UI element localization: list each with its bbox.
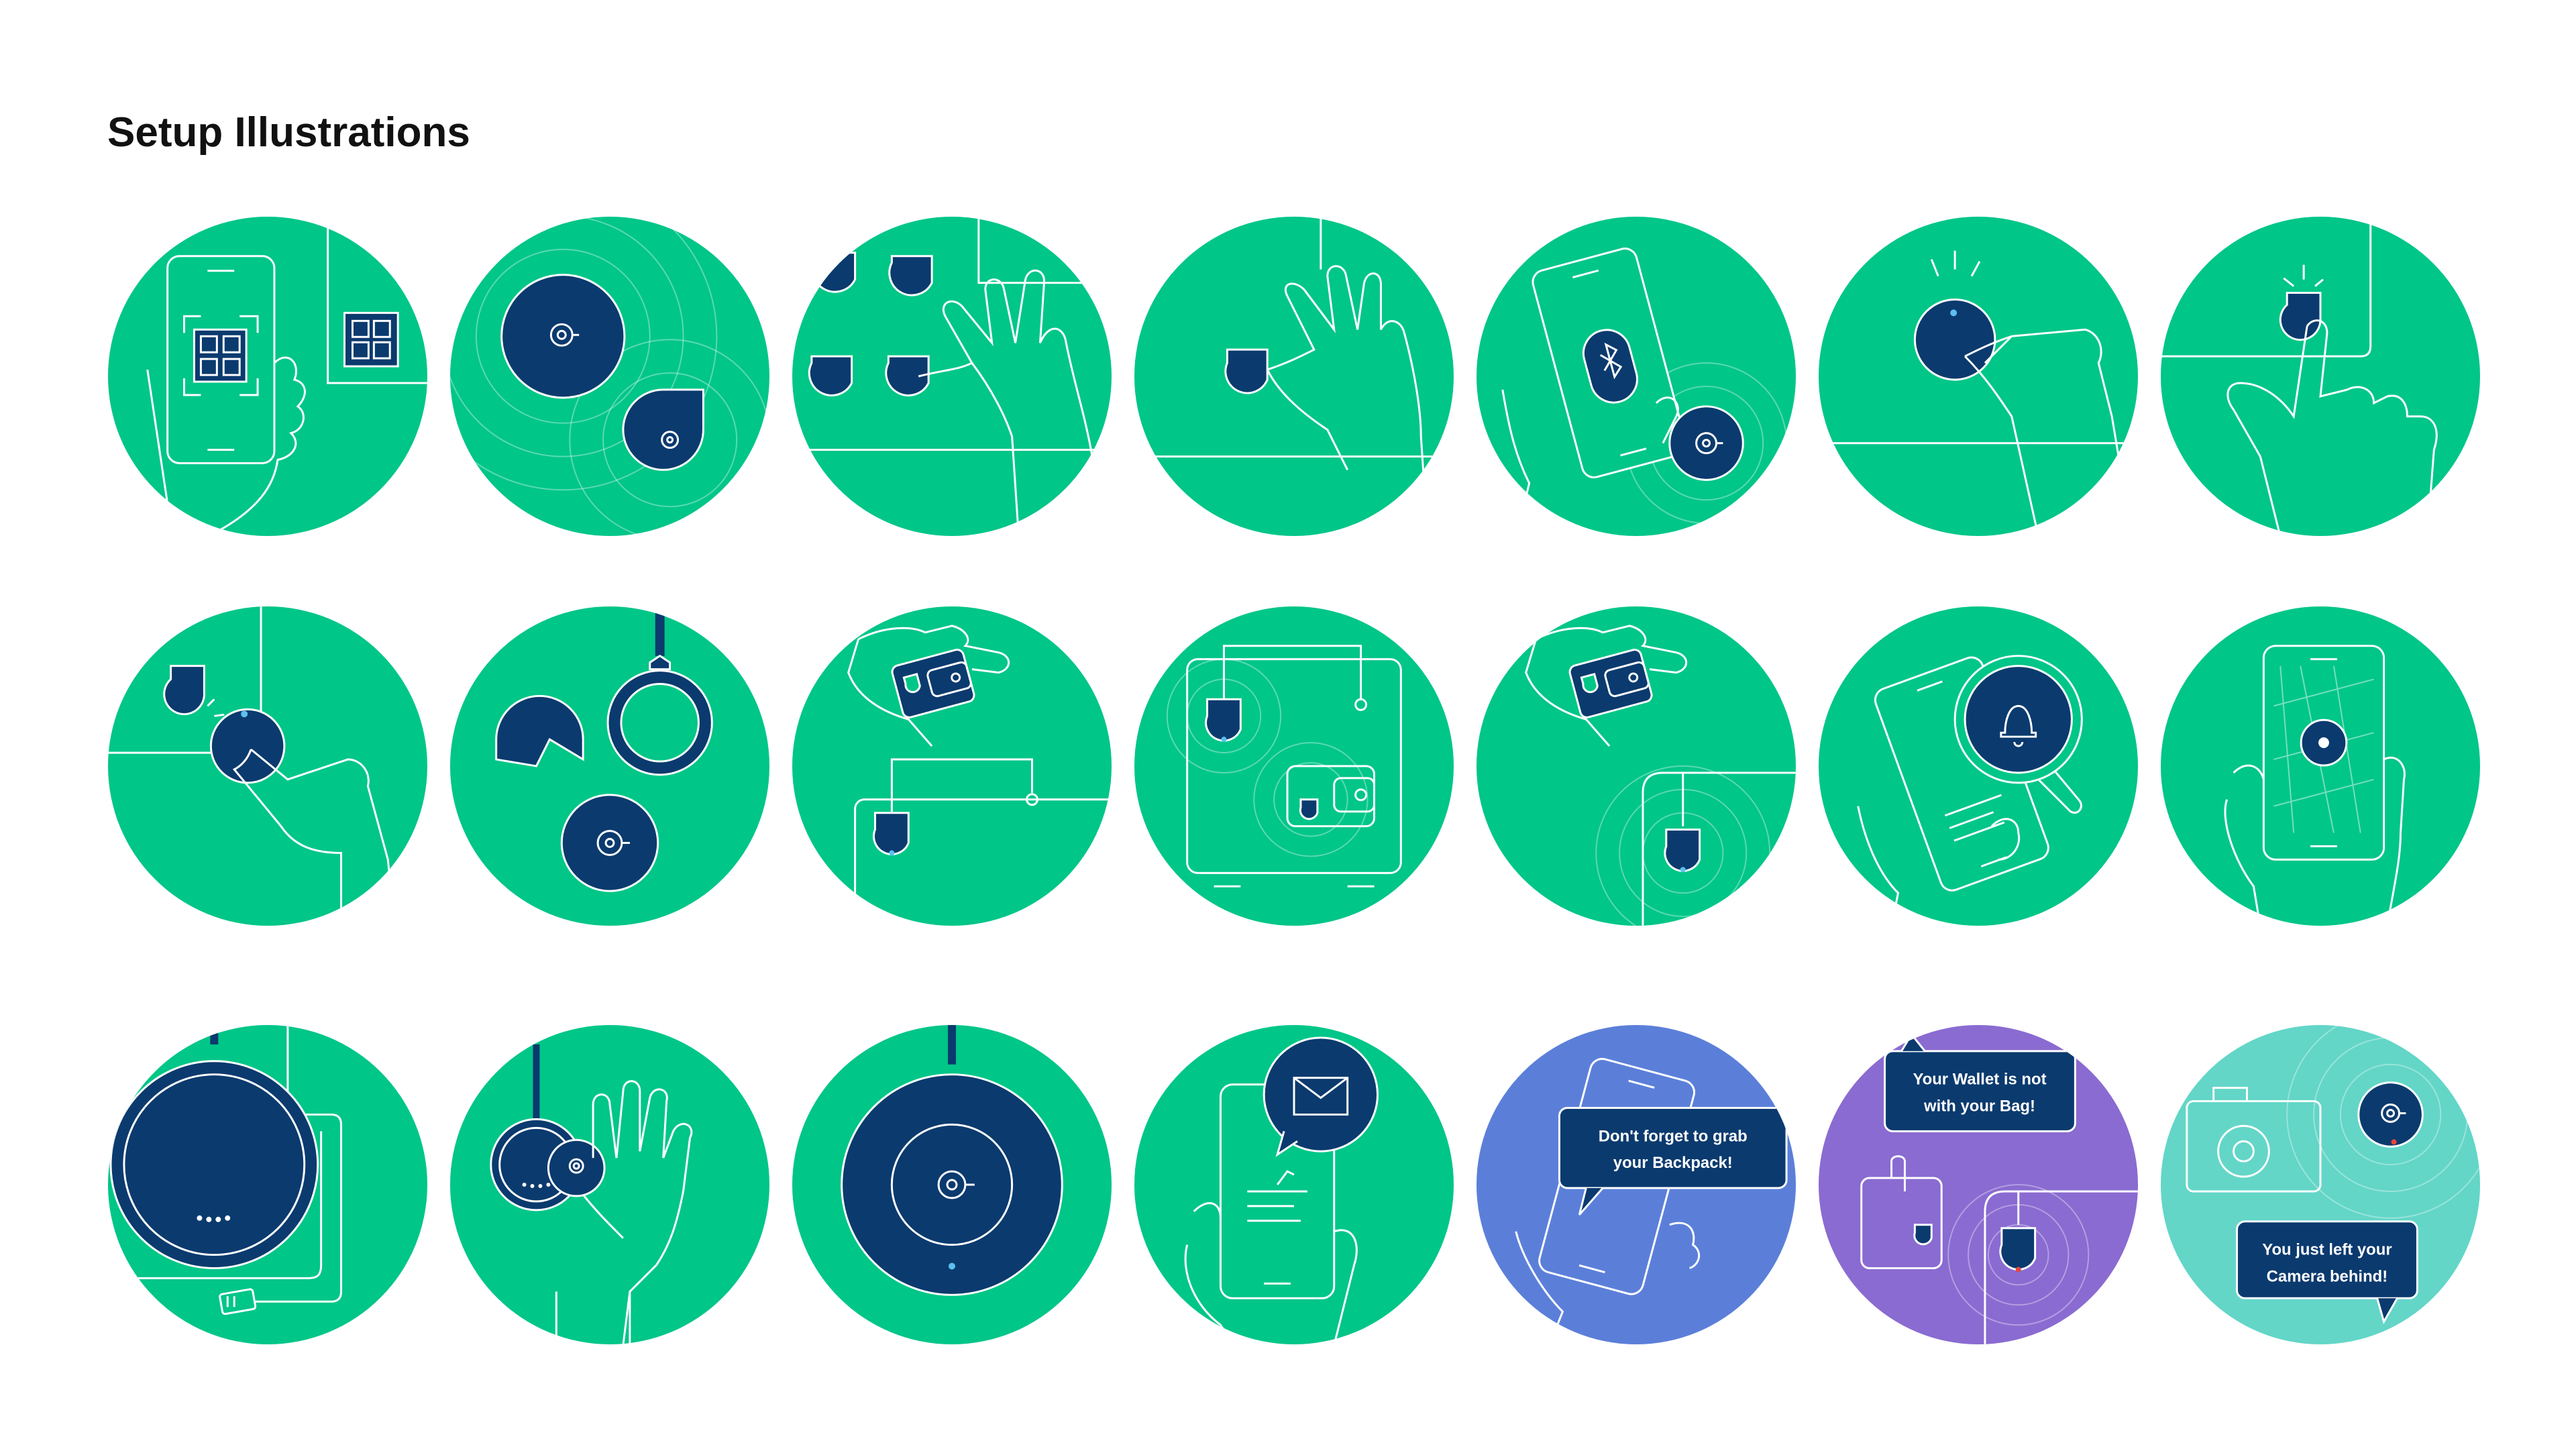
illustration-place-on-charger xyxy=(449,1024,770,1345)
illustration-bluetooth-pairing xyxy=(1476,216,1796,537)
camera-message-line1: You just left your xyxy=(2262,1241,2392,1259)
wallet-message-line1: Your Wallet is not xyxy=(1913,1071,2046,1089)
illustration-tracker-tag-surface xyxy=(107,606,428,926)
illustration-tracker-tag-pulse xyxy=(449,216,770,537)
illustration-press-tag xyxy=(2160,216,2481,537)
illustration-pick-tag xyxy=(792,216,1112,537)
backpack-message-line1: Don't forget to grab xyxy=(1599,1127,1748,1145)
illustration-search-ring xyxy=(1818,606,2139,926)
illustration-charging-pad xyxy=(107,1024,428,1345)
illustration-accessories xyxy=(449,606,770,926)
camera-message-line2: Camera behind! xyxy=(2267,1267,2388,1285)
illustration-bag-with-wallet xyxy=(1134,606,1454,926)
illustration-camera-reminder: You just left your Camera behind! xyxy=(2160,1024,2481,1345)
illustration-wallet-reminder: Your Wallet is not with your Bag! xyxy=(1818,1024,2139,1345)
illustration-backpack-reminder: Don't forget to grab your Backpack! xyxy=(1476,1024,1796,1345)
backpack-message-line2: your Backpack! xyxy=(1613,1154,1733,1172)
illustration-charging-device xyxy=(792,1024,1112,1345)
illustration-attach-to-bag xyxy=(792,606,1112,926)
illustration-press-tracker xyxy=(1818,216,2139,537)
illustration-message-notification xyxy=(1134,1024,1454,1345)
page-title: Setup Illustrations xyxy=(107,109,470,156)
illustration-hold-tag xyxy=(1134,216,1454,537)
illustration-map-location xyxy=(2160,606,2481,926)
illustration-attach-to-wallet xyxy=(1476,606,1796,926)
illustration-scan-qr xyxy=(107,216,428,537)
wallet-message-line2: with your Bag! xyxy=(1923,1097,2035,1115)
